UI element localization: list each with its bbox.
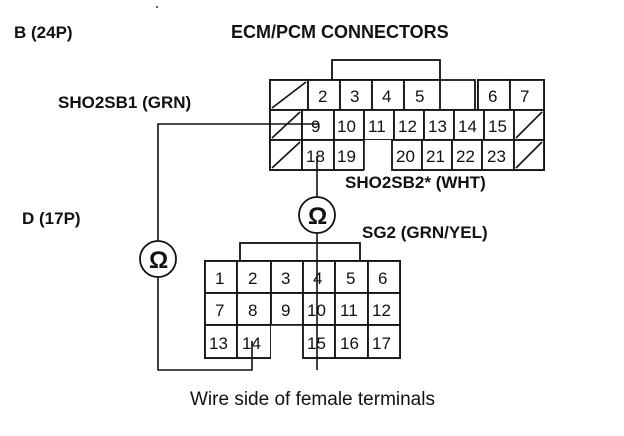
pin-b-11: 11 (368, 117, 386, 136)
pin-d-13: 13 (209, 334, 228, 353)
connector-b: 2 3 4 5 6 7 9 10 11 12 13 14 15 (269, 59, 545, 172)
pin-d-12: 12 (372, 301, 391, 320)
pin-d-17: 17 (372, 334, 391, 353)
connector-d-cell (236, 324, 272, 359)
pin-b-23: 23 (487, 147, 506, 166)
sho2sb1-label: SHO2SB1 (GRN) (58, 93, 191, 112)
pin-d-3: 3 (281, 269, 290, 288)
pin-b-12: 12 (398, 117, 417, 136)
connector-b-cell (301, 109, 335, 141)
connector-d-label: D (17P) (22, 209, 81, 228)
connector-d-cell (302, 292, 336, 326)
connector-d-cell (367, 324, 401, 359)
connector-b-latch (331, 59, 441, 81)
connector-b-cell (301, 139, 335, 171)
ohmmeter-center-icon (298, 196, 336, 234)
diagram-title: ECM/PCM CONNECTORS (231, 22, 449, 42)
connector-d-cell (302, 324, 336, 359)
pin-d-6: 6 (378, 269, 387, 288)
sg2-label: SG2 (GRN/YEL) (362, 223, 488, 242)
pin-d-7: 7 (215, 301, 224, 320)
wire-sho2sb1-bottom (157, 277, 253, 371)
connector-d-cell (367, 260, 401, 294)
pin-b-5: 5 (415, 87, 424, 106)
pin-b-18: 18 (306, 147, 325, 166)
ohm-symbol-left: Ω (149, 247, 168, 274)
connector-b-blank-mark (515, 111, 543, 139)
connector-b-blank-mark (271, 81, 307, 109)
connector-b-cell (391, 139, 423, 171)
pin-b-19: 19 (337, 147, 356, 166)
speck-dot (156, 6, 158, 8)
pin-b-14: 14 (458, 117, 477, 136)
pin-b-2: 2 (318, 87, 327, 106)
pin-b-3: 3 (350, 87, 359, 106)
connector-d-notch (271, 325, 303, 360)
pin-d-1: 1 (215, 269, 224, 288)
connector-b-blank-mark (515, 141, 543, 169)
pin-d-5: 5 (346, 269, 355, 288)
pin-b-20: 20 (396, 147, 415, 166)
pin-b-4: 4 (382, 87, 391, 106)
connector-b-cell (453, 109, 485, 141)
pin-b-10: 10 (337, 117, 356, 136)
connector-d-cell (204, 324, 238, 359)
connector-b-notch (364, 140, 392, 172)
ohm-symbol-center: Ω (308, 203, 327, 230)
connector-d-cell (334, 324, 369, 359)
connector-b-blank-mark (271, 111, 301, 139)
connector-b-cell (451, 139, 483, 171)
pin-d-16: 16 (340, 334, 359, 353)
wire-sho2sb1-top (157, 123, 318, 241)
ohmmeter-left-icon (139, 240, 177, 278)
connector-d-cell (236, 292, 272, 326)
connector-b-blank-mark (271, 141, 301, 169)
pin-b-21: 21 (426, 147, 445, 166)
sho2sb2-label: SHO2SB2* (WHT) (345, 173, 486, 192)
connector-b-cell (483, 109, 515, 141)
caption: Wire side of female terminals (190, 389, 435, 410)
pin-b-9: 9 (311, 117, 320, 136)
pin-d-8: 8 (248, 301, 257, 320)
connector-d: 1 2 3 4 5 6 7 8 9 10 11 12 13 14 15 16 1… (204, 242, 401, 360)
pin-d-2: 2 (248, 269, 257, 288)
pin-b-13: 13 (428, 117, 447, 136)
pin-b-15: 15 (488, 117, 507, 136)
pin-b-22: 22 (456, 147, 475, 166)
connector-b-cell (333, 109, 365, 141)
pin-b-7: 7 (520, 87, 529, 106)
pin-b-6: 6 (488, 87, 497, 106)
pin-d-9: 9 (281, 301, 290, 320)
connector-b-label: B (24P) (14, 23, 73, 42)
connector-d-latch (239, 242, 361, 262)
pin-d-11: 11 (340, 301, 358, 320)
